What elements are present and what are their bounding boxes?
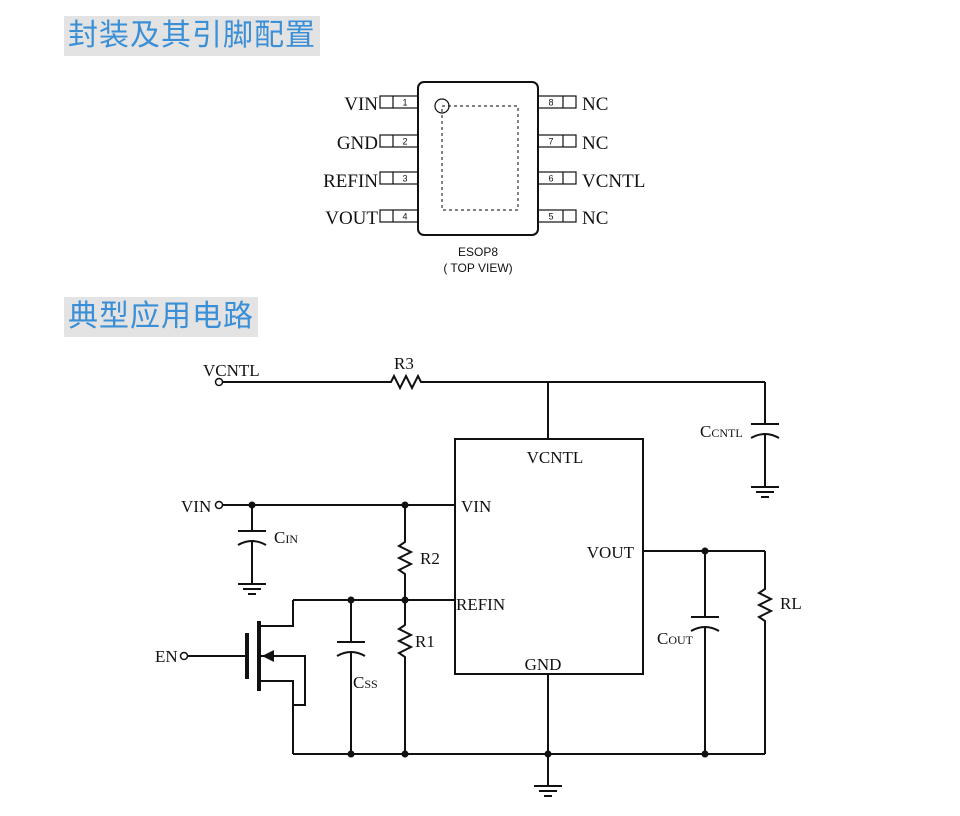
pin-name: NC [582,208,608,229]
package-pin-2: 2 GND [337,133,419,154]
ic-pin-gnd: GND [525,655,562,674]
package-pin-1: 1 VIN [344,94,419,115]
pin1-marker [434,98,450,114]
ic-pin-vcntl: VCNTL [527,448,584,467]
r1 [396,600,414,754]
rl-label: RL [780,594,802,613]
package-section-title: 封装及其引脚配置 [64,16,320,56]
terminal-vin [214,500,224,510]
terminal-en [179,651,189,661]
pin-number: 6 [548,174,553,184]
pin-name: VIN [344,94,378,115]
ic-pin-refin: REFIN [456,595,505,614]
package-view-label: ( TOP VIEW) [443,261,512,275]
pin-name: REFIN [323,171,378,192]
pin-name: VOUT [325,208,378,229]
ic-pin-vout: VOUT [587,543,635,562]
junction-dot [401,750,409,758]
pin-name: NC [582,94,608,115]
junction-dot [347,750,355,758]
r2 [396,505,414,600]
pin-name: VCNTL [582,171,645,192]
package-pin-5: 5 NC [537,208,608,229]
c-cntl-label: CCNTL [700,422,743,441]
exposed-pad [441,105,519,211]
package-pin-6: 6 VCNTL [537,171,645,192]
vcntl-wire-r3 [222,373,765,391]
r2-label: R2 [420,549,440,568]
terminal-vin-label: VIN [181,497,211,516]
rl [756,551,774,754]
pin-number: 5 [548,212,553,222]
pin-number: 7 [548,137,553,147]
pin-number: 3 [402,174,407,184]
c-out-label: COUT [657,629,694,648]
terminal-vcntl [214,377,224,387]
package-pin-3: 3 REFIN [323,171,419,192]
package-pin-7: 7 NC [537,133,608,154]
pin-name: GND [337,133,378,154]
ic-pin-vin: VIN [461,497,491,516]
pin-number: 4 [402,212,407,222]
r3-label: R3 [394,354,414,373]
pin-number: 8 [548,98,553,108]
pin-number: 2 [402,137,407,147]
terminal-vcntl-label: VCNTL [203,361,260,380]
c-ss-label: CSS [353,673,378,692]
package-pin-8: 8 NC [537,94,608,115]
package-name: ESOP8 [458,245,498,259]
package-pin-4: 4 VOUT [325,208,419,229]
c-in-label: CIN [274,528,298,547]
terminal-en-label: EN [155,647,178,666]
package-body [417,81,539,236]
circuit-section-title: 典型应用电路 [64,297,258,337]
nmos-transistor [187,600,306,754]
r1-label: R1 [415,632,435,651]
pin-name: NC [582,133,608,154]
pin-number: 1 [402,98,407,108]
package-diagram: 1 VIN 2 GND 3 REFIN 4 VOUT 8 NC 7 NC [323,81,645,275]
application-circuit: VCNTL VIN REFIN VOUT GND VCNTL R3 CCNTL … [155,354,802,797]
